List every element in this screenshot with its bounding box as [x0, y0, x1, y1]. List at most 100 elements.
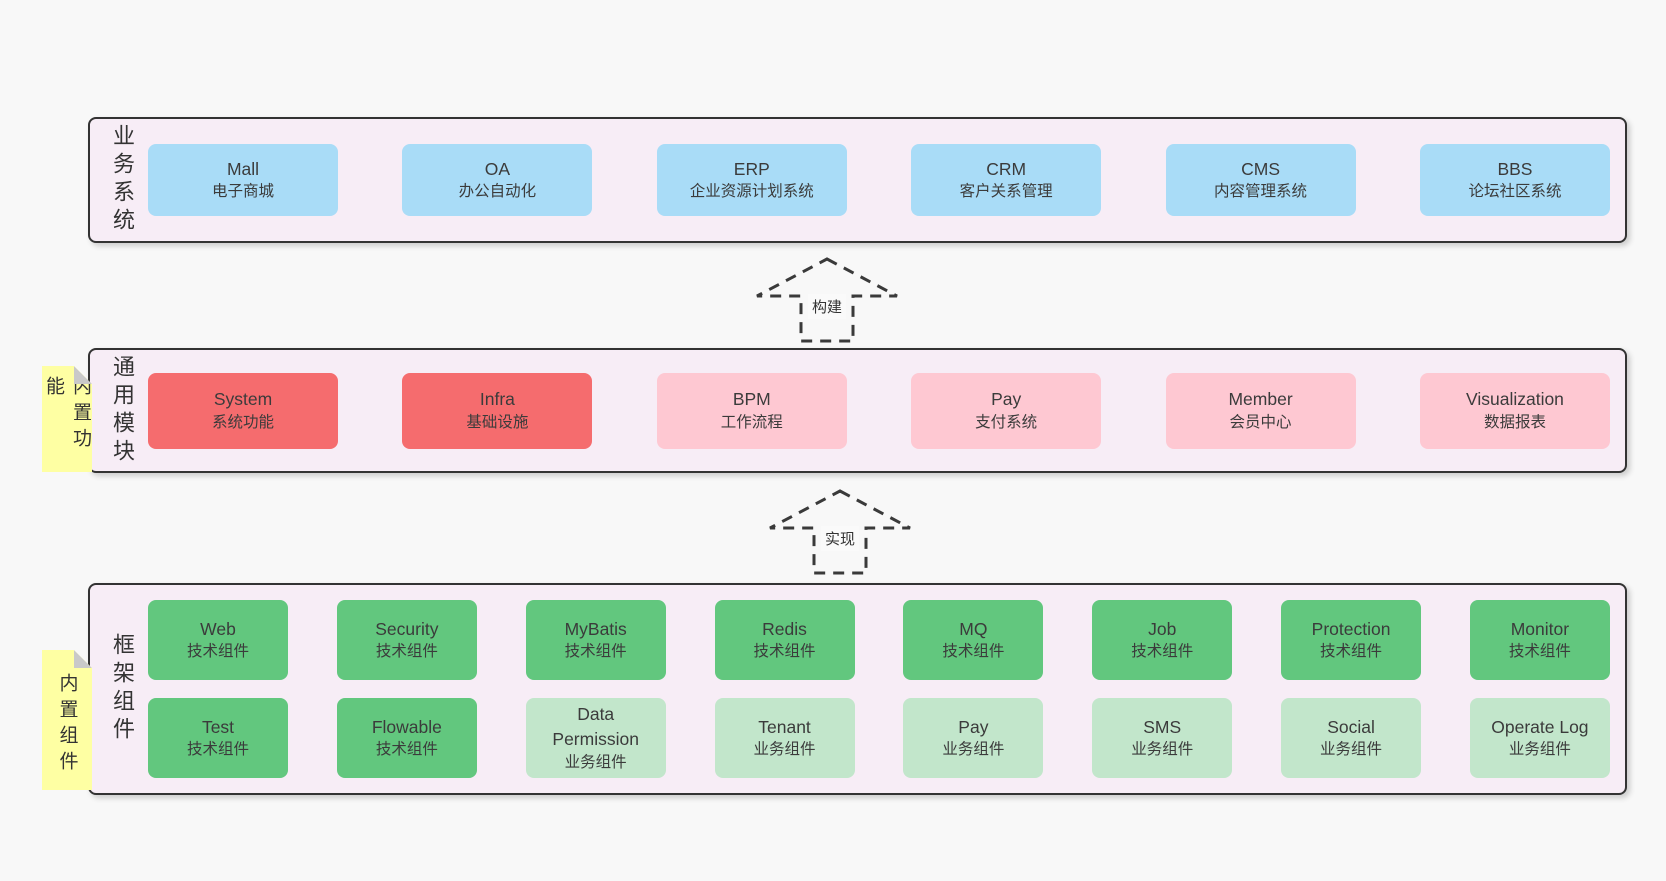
build-arrow-label: 构建: [807, 294, 847, 319]
node-subtitle: 客户关系管理: [959, 183, 1053, 201]
node-bbs: BBS 论坛社区系统: [1419, 144, 1610, 216]
node-subtitle: 业务组件: [564, 753, 627, 771]
node-title: Infra: [479, 389, 515, 410]
sticky-note-text: 内置组件: [56, 673, 78, 777]
node-subtitle: 支付系统: [975, 413, 1038, 431]
node-system: System 系统功能: [148, 372, 338, 449]
node-title: Job: [1148, 618, 1177, 639]
node-subtitle: 企业资源计划系统: [689, 183, 814, 201]
node-social: Social 业务组件: [1281, 698, 1422, 778]
node-title: Flowable: [371, 716, 442, 737]
sticky-note-built-in-components: 内置组件: [42, 650, 92, 790]
node-subtitle: 技术组件: [1131, 643, 1194, 661]
node-subtitle: 业务组件: [753, 741, 816, 759]
framework-components-grid: Web 技术组件 Security 技术组件 MyBatis 技术组件 Redi…: [148, 600, 1610, 778]
node-subtitle: 业务组件: [942, 741, 1005, 759]
business-systems-band-label: 业务系统: [110, 124, 135, 236]
node-subtitle: 技术组件: [1320, 643, 1383, 661]
node-subtitle: 业务组件: [1508, 741, 1571, 759]
node-cms: CMS 内容管理系统: [1165, 144, 1356, 216]
node-subtitle: 业务组件: [1131, 741, 1194, 759]
node-operate-log: Operate Log 业务组件: [1469, 698, 1610, 778]
node-pay-component: Pay 业务组件: [903, 698, 1044, 778]
node-protection: Protection 技术组件: [1281, 600, 1422, 680]
up-block-arrow-icon: [756, 257, 898, 343]
node-visualization: Visualization 数据报表: [1419, 372, 1610, 449]
node-mall: Mall 电子商城: [148, 144, 338, 216]
node-title: Visualization: [1465, 389, 1564, 410]
node-title: Web: [200, 618, 236, 639]
node-mybatis: MyBatis 技术组件: [525, 600, 666, 680]
node-tenant: Tenant 业务组件: [714, 698, 855, 778]
node-subtitle: 基础设施: [466, 413, 529, 431]
node-title: Test: [201, 716, 235, 737]
node-subtitle: 会员中心: [1229, 413, 1292, 431]
common-modules-band: 通用模块 System 系统功能 Infra 基础设施 BPM 工作流程 Pay…: [88, 348, 1627, 473]
sticky-note-text: 内置功能: [43, 376, 91, 454]
node-subtitle: 技术组件: [375, 643, 438, 661]
node-subtitle: 工作流程: [720, 413, 783, 431]
node-redis: Redis 技术组件: [714, 600, 855, 680]
implement-arrow-label: 实现: [820, 526, 860, 551]
business-systems-band: 业务系统 Mall 电子商城 OA 办公自动化 ERP 企业资源计划系统 CRM…: [88, 117, 1627, 243]
sticky-note-built-in-features: 内置功能: [42, 366, 92, 472]
node-subtitle: 技术组件: [186, 741, 249, 759]
framework-components-band: 框架组件 Web 技术组件 Security 技术组件 MyBatis 技术组件…: [88, 583, 1627, 795]
node-title: Social: [1327, 716, 1375, 737]
node-title: CRM: [986, 158, 1027, 179]
node-monitor: Monitor 技术组件: [1469, 600, 1610, 680]
node-title: BBS: [1497, 158, 1533, 179]
node-subtitle: 数据报表: [1483, 413, 1546, 431]
node-bpm: BPM 工作流程: [656, 372, 847, 449]
node-subtitle: 内容管理系统: [1214, 183, 1308, 201]
node-crm: CRM 客户关系管理: [911, 144, 1102, 216]
node-sms: SMS 业务组件: [1092, 698, 1233, 778]
node-title: Member: [1228, 389, 1293, 410]
node-flowable: Flowable 技术组件: [336, 698, 477, 778]
node-subtitle: 技术组件: [375, 741, 438, 759]
node-title: Security: [375, 618, 439, 639]
node-subtitle: 技术组件: [942, 643, 1005, 661]
common-modules-band-label: 通用模块: [110, 354, 135, 467]
node-subtitle: 论坛社区系统: [1468, 183, 1562, 201]
node-subtitle: 电子商城: [211, 183, 274, 201]
node-oa: OA 办公自动化: [402, 144, 593, 216]
node-title: Pay: [958, 716, 989, 737]
node-title: CMS: [1241, 158, 1280, 179]
node-title: Mall: [226, 158, 260, 179]
node-title: ERP: [733, 158, 770, 179]
business-systems-row: Mall 电子商城 OA 办公自动化 ERP 企业资源计划系统 CRM 客户关系…: [148, 144, 1610, 216]
node-infra: Infra 基础设施: [402, 372, 593, 449]
node-subtitle: 系统功能: [211, 413, 274, 431]
node-subtitle: 技术组件: [1508, 643, 1571, 661]
node-title: OA: [484, 158, 511, 179]
node-subtitle: 业务组件: [1320, 741, 1383, 759]
node-title: MyBatis: [564, 618, 627, 639]
node-title: System: [213, 389, 273, 410]
node-title: SMS: [1143, 716, 1182, 737]
node-subtitle: 技术组件: [186, 643, 249, 661]
node-title: Redis: [762, 618, 807, 639]
node-member: Member 会员中心: [1165, 372, 1356, 449]
node-title: Monitor: [1510, 618, 1570, 639]
common-modules-row: System 系统功能 Infra 基础设施 BPM 工作流程 Pay 支付系统…: [148, 372, 1610, 449]
node-title: Pay: [991, 389, 1022, 410]
node-data-permission: Data Permission 业务组件: [525, 698, 666, 778]
node-test: Test 技术组件: [148, 698, 288, 778]
node-security: Security 技术组件: [336, 600, 477, 680]
node-title: Protection: [1311, 618, 1391, 639]
node-title: Operate Log: [1491, 716, 1589, 737]
framework-components-band-label: 框架组件: [110, 633, 135, 745]
node-pay-system: Pay 支付系统: [911, 372, 1102, 449]
node-subtitle: 技术组件: [753, 643, 816, 661]
up-block-arrow-icon: [769, 489, 911, 575]
node-title: Data Permission: [552, 704, 639, 749]
node-job: Job 技术组件: [1092, 600, 1233, 680]
build-arrow: 构建: [752, 256, 902, 344]
node-title: BPM: [732, 389, 771, 410]
node-subtitle: 办公自动化: [458, 183, 537, 201]
node-title: MQ: [959, 618, 988, 639]
node-web: Web 技术组件: [148, 600, 288, 680]
